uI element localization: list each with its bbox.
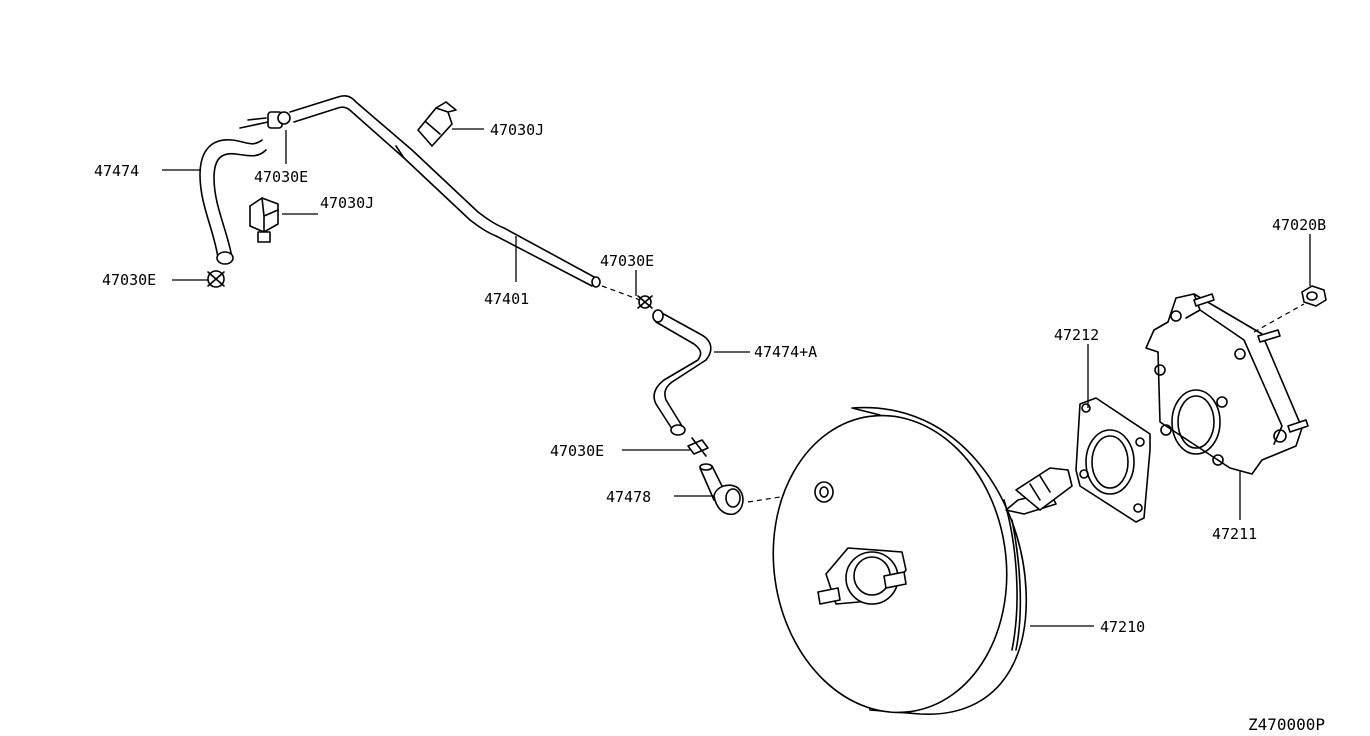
- callout-label: 47474+A: [754, 343, 817, 361]
- callout-label: 47030J: [320, 194, 374, 212]
- callout-label: 47474: [94, 162, 139, 180]
- callout-label: 47030E: [254, 168, 308, 186]
- lower-left-clamp-part: [207, 270, 225, 288]
- check-valve-part: [699, 463, 813, 516]
- nut-part: [1253, 285, 1327, 333]
- left-connector-part: [249, 197, 279, 243]
- callout-label: 47210: [1100, 618, 1145, 636]
- callout-label: 47030E: [102, 271, 156, 289]
- brake-booster-part: [772, 406, 1073, 715]
- vacuum-tube-part: [289, 95, 601, 288]
- callout-labels: 47474 47030E 47030J 47030E 47030J 47401 …: [94, 121, 1326, 636]
- callout-label: 47478: [606, 488, 651, 506]
- callout-label: 47030E: [600, 252, 654, 270]
- callout-label: 47212: [1054, 326, 1099, 344]
- callout-label: 47211: [1212, 525, 1257, 543]
- callout-label: 47020B: [1272, 216, 1326, 234]
- diagram-reference-code: Z470000P: [1248, 715, 1325, 734]
- callout-label: 47030J: [490, 121, 544, 139]
- low-clamp-part: [687, 437, 709, 457]
- upper-hose-part: [199, 117, 269, 265]
- mid-clamp-part: [601, 285, 653, 309]
- callout-label: 47401: [484, 290, 529, 308]
- callout-label: 47030E: [550, 442, 604, 460]
- upper-clamp-part: [267, 111, 291, 129]
- leader-lines: [162, 128, 1311, 627]
- gasket-part: [1075, 397, 1151, 523]
- spacer-plate-part: [1145, 293, 1309, 475]
- lower-hose-part: [652, 309, 712, 436]
- top-connector-part: [417, 101, 457, 147]
